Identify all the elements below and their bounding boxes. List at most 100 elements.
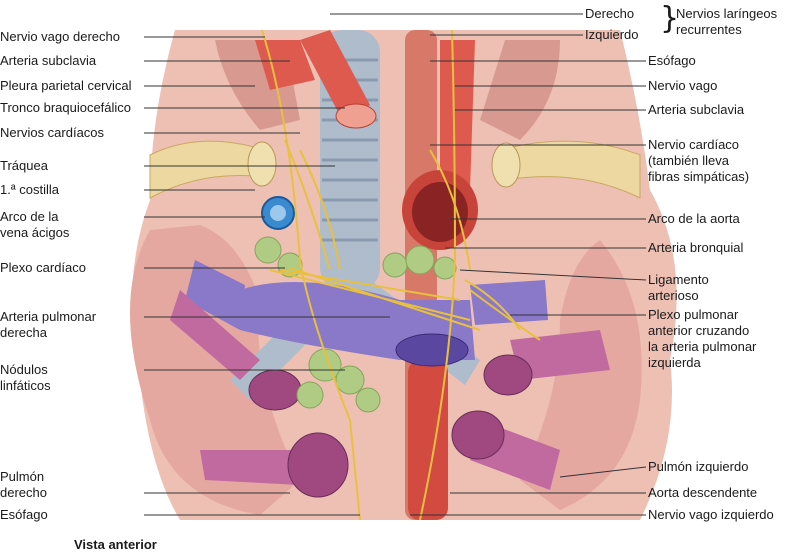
lymph-node [405, 245, 435, 275]
right-pulmonary-vein-upper [170, 290, 260, 380]
left-pulmonary-artery [470, 280, 548, 325]
label-line: 1.ª costilla [0, 182, 60, 197]
left-vagus-nerve [419, 29, 457, 521]
label-nervio-vago: Nervio vago [648, 78, 717, 94]
label-line: Izquierdo [585, 27, 639, 42]
label-ligamento-arterioso: Ligamento arterioso [648, 272, 709, 304]
left-lung-tissue [520, 240, 642, 510]
label-laringeo-izquierdo: Izquierdo [585, 27, 638, 43]
label-plexo-pulmonar-anterior: Plexo pulmonar anterior cruzando la arte… [648, 307, 756, 371]
label-line: Arteria subclavia [648, 102, 745, 117]
left-rib-section [491, 142, 521, 188]
lymph-node [254, 236, 282, 264]
right-pulmonary-artery [185, 260, 245, 330]
leader-line [559, 466, 647, 478]
label-line: Nódulos [0, 362, 48, 377]
label-line: vena ácigos [0, 225, 70, 240]
label-line: Tráquea [0, 158, 48, 173]
label-line: Derecho [585, 6, 635, 21]
left-cardiac-nerve [429, 149, 471, 271]
label-arteria-bronquial: Arteria bronquial [648, 240, 743, 256]
brachiocephalic-trunk [300, 30, 370, 125]
label-line: Arteria pulmonar [0, 309, 97, 324]
label-line: Arteria bronquial [648, 240, 744, 255]
pulmonary-plexus-fibers [464, 279, 541, 341]
right-subclavian-artery [255, 40, 315, 90]
label-esofago-superior: Esófago [648, 53, 696, 69]
label-pleura-parietal-cervical: Pleura parietal cervical [0, 78, 132, 94]
label-line: Arco de la [0, 209, 59, 224]
cardiac-plexus-fibers [269, 267, 481, 331]
label-line: Nervios laríngeos [676, 6, 778, 21]
leader-line [459, 269, 647, 281]
label-line: Aorta descendente [648, 485, 758, 500]
view-caption: Vista anterior [74, 537, 157, 552]
label-line: derecha [0, 325, 47, 340]
right-rib-section [247, 141, 277, 187]
label-tronco-braquiocefalico: Tronco braquiocefálico [0, 100, 131, 116]
lymph-node [296, 381, 324, 409]
label-line: Nervio cardíaco [648, 137, 740, 152]
label-line: (también lleva [648, 153, 729, 168]
right-pulmonary-vein-cut-upper [248, 369, 302, 411]
label-line: recurrentes [676, 22, 742, 37]
label-line: Nervio vago derecho [0, 29, 120, 44]
label-line: Tronco braquiocefálico [0, 100, 132, 115]
left-pulmonary-vein-cut-upper [483, 354, 533, 396]
label-traquea: Tráquea [0, 158, 48, 174]
label-plexo-cardiaco: Plexo cardíaco [0, 260, 86, 276]
label-pulmon-izquierdo: Pulmón izquierdo [648, 459, 748, 475]
label-line: Esófago [0, 507, 48, 522]
label-line: Pleura parietal cervical [0, 78, 132, 93]
label-line: linfáticos [0, 378, 51, 393]
pulmonary-trunk-cut [395, 333, 469, 367]
label-line: Arteria subclavia [0, 53, 97, 68]
label-primera-costilla: 1.ª costilla [0, 182, 59, 198]
brachiocephalic-trunk-cut [335, 103, 377, 129]
label-nervio-vago-derecho: Nervio vago derecho [0, 29, 120, 45]
right-vagus-nerve [261, 29, 361, 521]
cardiac-nerve-1 [284, 139, 331, 271]
lymph-node [355, 387, 381, 413]
label-arteria-subclavia-derecha: Arteria subclavia [0, 53, 96, 69]
label-pulmon-derecho: Pulmón derecho [0, 469, 47, 501]
label-arco-vena-acigos: Arco de la vena ácigos [0, 209, 69, 241]
left-first-rib [499, 140, 641, 199]
label-aorta-descendente: Aorta descendente [648, 485, 757, 501]
label-nervio-vago-izquierdo: Nervio vago izquierdo [648, 507, 774, 523]
left-pulmonary-vein-upper [510, 330, 610, 380]
left-pleura [480, 40, 560, 140]
right-pulmonary-vein-lower [200, 450, 300, 485]
label-line: derecho [0, 485, 47, 500]
label-line: Arco de la aorta [648, 211, 740, 226]
azygos-arch-lumen [270, 205, 286, 221]
label-line: Esófago [648, 53, 696, 68]
label-nervios-cardiacos: Nervios cardíacos [0, 125, 104, 141]
label-line: Nervios cardíacos [0, 125, 105, 140]
label-esofago-inferior: Esófago [0, 507, 48, 523]
label-nodulos-linfaticos: Nódulos linfáticos [0, 362, 51, 394]
descending-aorta [408, 360, 448, 520]
label-line: Plexo cardíaco [0, 260, 86, 275]
label-arteria-pulmonar-derecha: Arteria pulmonar derecha [0, 309, 96, 341]
cardiac-nerve-2 [299, 149, 341, 271]
label-line: la arteria pulmonar [648, 339, 757, 354]
label-line: Pulmón izquierdo [648, 459, 749, 474]
right-pulmonary-vein-cut-lower [287, 432, 349, 498]
lymph-node [433, 256, 457, 280]
label-line: Ligamento [648, 272, 709, 287]
label-laringeo-derecho: Derecho [585, 6, 634, 22]
label-line: Pulmón [0, 469, 45, 484]
label-line: izquierda [648, 355, 701, 370]
label-nervio-cardiaco: Nervio cardíaco (también lleva fibras si… [648, 137, 749, 185]
label-arco-aorta: Arco de la aorta [648, 211, 740, 227]
brace-symbol: } [660, 1, 680, 36]
label-line: Nervio vago [648, 78, 718, 93]
label-line: Nervio vago izquierdo [648, 507, 774, 522]
lymph-node [382, 252, 408, 278]
left-pulmonary-vein-cut-lower [451, 410, 505, 460]
label-line: fibras simpáticas) [648, 169, 750, 184]
label-arteria-subclavia-izquierda: Arteria subclavia [648, 102, 744, 118]
